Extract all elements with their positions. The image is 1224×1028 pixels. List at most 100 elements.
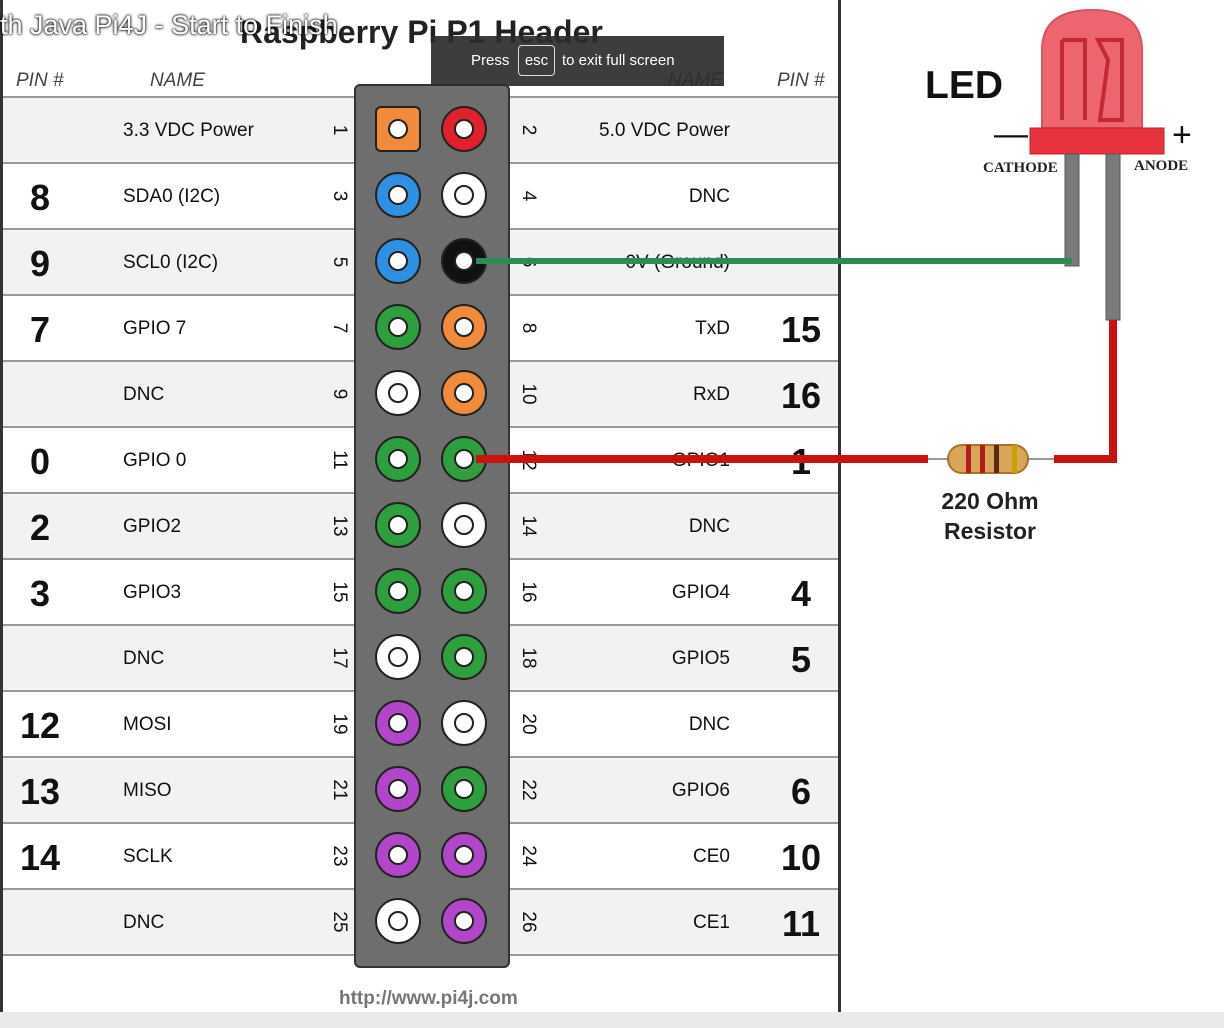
- pin-name-left: SCLK: [123, 846, 173, 867]
- header-pin-left: [375, 502, 421, 548]
- header-pin-right: [441, 304, 487, 350]
- led-base: [1029, 127, 1165, 155]
- pin-hole-icon: [454, 515, 474, 535]
- wiringpi-number-right: 11: [781, 903, 821, 944]
- wiringpi-number-left: 7: [29, 309, 51, 350]
- pin-hole-icon: [388, 911, 408, 931]
- pin-hole-icon: [454, 779, 474, 799]
- wiringpi-number-left: 9: [29, 243, 51, 284]
- pin-name-right: DNC: [688, 516, 730, 537]
- pin-name-right: GPIO6: [671, 780, 730, 801]
- pin-hole-icon: [388, 251, 408, 271]
- cathode-sign: —: [994, 115, 1028, 153]
- led-dome-icon: [1041, 8, 1143, 129]
- pin-name-left: DNC: [123, 648, 165, 669]
- pin-name-right: GPIO4: [671, 582, 730, 603]
- pin-hole-icon: [388, 713, 408, 733]
- header-pin-left: [375, 106, 421, 152]
- pin-name-left: DNC: [123, 912, 165, 933]
- pin-name-left: GPIO2: [123, 516, 182, 537]
- header-pin-left: [375, 898, 421, 944]
- pin-name-right: CE0: [693, 846, 730, 867]
- pin-name-left: 3.3 VDC Power: [123, 120, 254, 141]
- led-anvil-icon: [1060, 38, 1124, 122]
- header-pin-left: [375, 304, 421, 350]
- pin-name-left: GPIO 7: [123, 318, 187, 339]
- panel-edge-left: [0, 0, 3, 1028]
- wiringpi-number-left: 2: [29, 507, 51, 548]
- pin-hole-icon: [454, 185, 474, 205]
- pin-hole-icon: [388, 647, 408, 667]
- pin-hole-icon: [454, 383, 474, 403]
- header-pin-right: [441, 106, 487, 152]
- pin-name-right: CE1: [693, 912, 730, 933]
- pin-hole-icon: [454, 317, 474, 337]
- header-pin-left: [375, 172, 421, 218]
- cathode-label: CATHODE: [983, 160, 1058, 176]
- pin-hole-icon: [454, 581, 474, 601]
- pin-hole-icon: [388, 581, 408, 601]
- pin-hole-icon: [454, 647, 474, 667]
- wiringpi-number-right: 4: [790, 573, 812, 614]
- header-pin-left: [375, 766, 421, 812]
- video-progress-area[interactable]: [0, 1012, 1224, 1028]
- pin-name-right: TxD: [695, 318, 730, 339]
- header-pin-left: PIN #: [16, 70, 64, 91]
- pin-name-left: GPIO 0: [123, 450, 187, 471]
- header-pin-right: PIN #: [777, 70, 825, 91]
- header-pin-right: [441, 700, 487, 746]
- anode-label: ANODE: [1134, 158, 1189, 174]
- header-pin-right: [441, 568, 487, 614]
- wiringpi-number-left: 12: [19, 705, 61, 746]
- wiringpi-number-left: 14: [19, 837, 61, 878]
- anode-leg: [1105, 153, 1121, 321]
- pin-hole-icon: [388, 383, 408, 403]
- pin-name-left: GPIO3: [123, 582, 182, 603]
- pin-hole-icon: [454, 119, 474, 139]
- pin-name-right: RxD: [693, 384, 730, 405]
- pin-name-left: MISO: [123, 780, 172, 801]
- header-pin-left: [375, 700, 421, 746]
- pin-hole-icon: [454, 449, 474, 469]
- header-pin-right: [441, 832, 487, 878]
- wiringpi-number-left: 3: [29, 573, 51, 614]
- header-pin-left: [375, 370, 421, 416]
- resistor-label-line1: 220 Ohm: [941, 488, 1039, 514]
- pin-hole-icon: [388, 317, 408, 337]
- resistor-label: 220 Ohm Resistor: [930, 486, 1050, 546]
- header-pin-left: [375, 832, 421, 878]
- led-label: LED: [925, 64, 1003, 107]
- pin-hole-icon: [388, 449, 408, 469]
- wiringpi-number-left: 8: [29, 177, 51, 218]
- resistor-label-line2: Resistor: [943, 518, 1037, 544]
- pin-name-right: GPIO5: [671, 648, 730, 669]
- wiringpi-number-right: 16: [780, 375, 822, 416]
- esc-key-badge: esc: [518, 45, 555, 76]
- pin-hole-icon: [454, 713, 474, 733]
- pin-hole-icon: [388, 779, 408, 799]
- pin-name-left: DNC: [123, 384, 165, 405]
- pin-hole-icon: [454, 911, 474, 931]
- wiringpi-number-right: 5: [790, 639, 812, 680]
- wiringpi-number-left: 13: [19, 771, 61, 812]
- panel-edge-right: [838, 0, 841, 1028]
- pin-hole-icon: [388, 185, 408, 205]
- wiringpi-number-left: 0: [29, 441, 51, 482]
- pin-hole-icon: [454, 845, 474, 865]
- wiringpi-number-right: 10: [780, 837, 822, 878]
- header-pin-right: [441, 370, 487, 416]
- header-pin-right: [441, 634, 487, 680]
- anode-sign: +: [1172, 116, 1192, 154]
- cathode-leg: [1064, 153, 1080, 267]
- pin-hole-icon: [388, 515, 408, 535]
- header-pin-left: [375, 568, 421, 614]
- header-pin-right: [441, 898, 487, 944]
- pin-name-left: MOSI: [123, 714, 172, 735]
- pin-name-right: DNC: [688, 714, 730, 735]
- pin-name-right: DNC: [688, 186, 730, 207]
- toast-press-text: Press: [471, 52, 510, 69]
- fullscreen-toast: Press esc to exit full screen: [431, 36, 724, 86]
- pin-hole-icon: [388, 845, 408, 865]
